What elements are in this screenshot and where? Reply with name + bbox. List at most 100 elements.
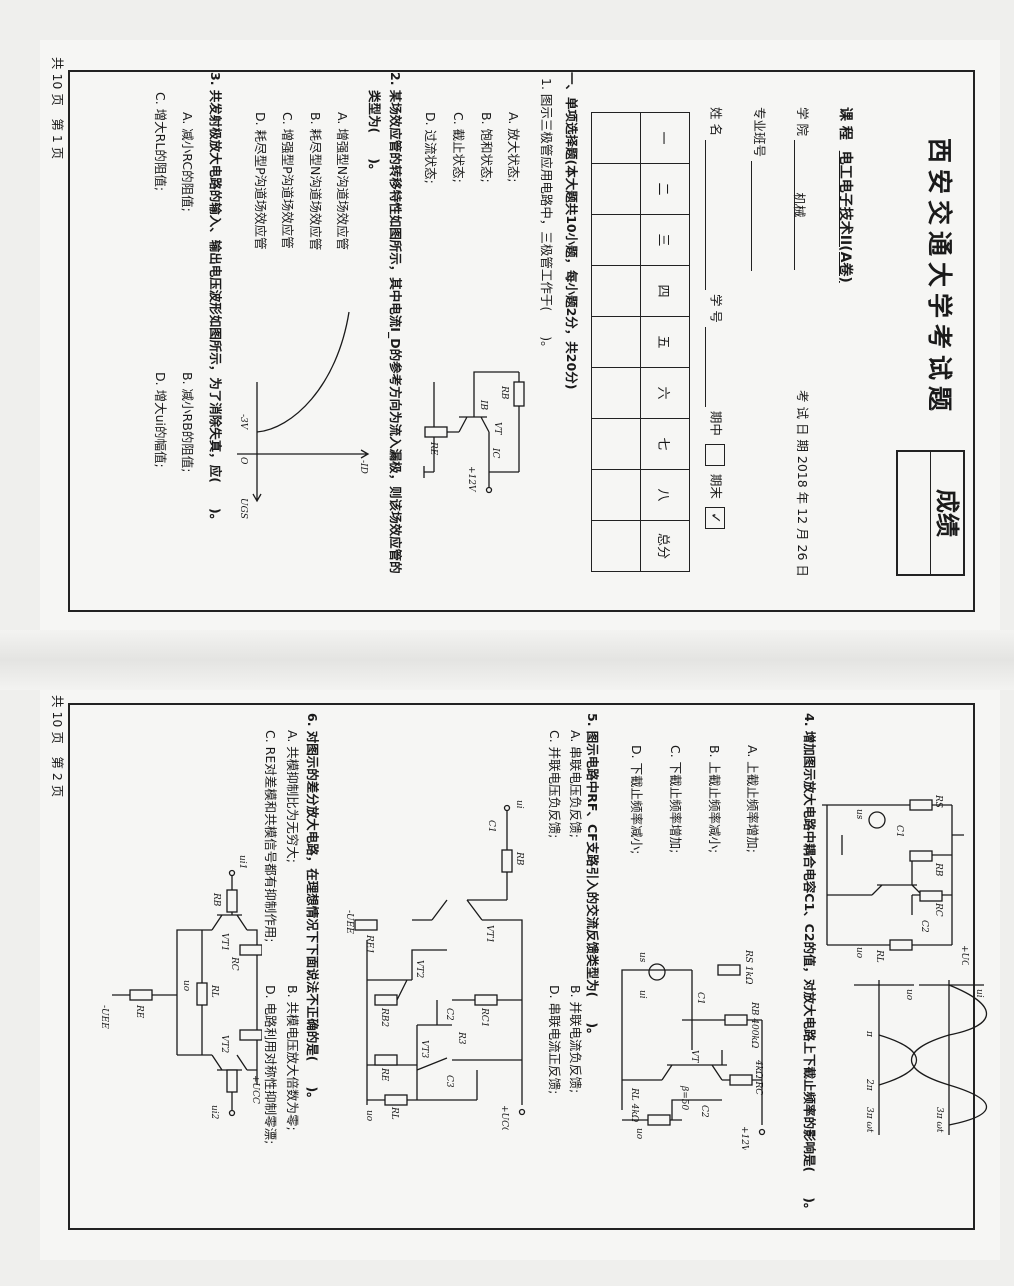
ui2-label: ui2 (209, 1105, 219, 1120)
page-gap (0, 630, 1014, 690)
midterm-checkbox[interactable] (705, 443, 725, 466)
ui-label: ui (637, 990, 647, 999)
page-footer: 共 10 页 第 2 页 (50, 695, 65, 798)
q3-option-c: C. 增大RL的阻值; (153, 92, 168, 192)
uo-label: uo (181, 980, 191, 992)
q4-stem: 4. 增加图示放大电路中耦合电容C1、C2的值，对放大电路上下截止频率的影响是(… (802, 713, 817, 1216)
ui1-label: ui1 (237, 855, 247, 869)
re-label: RE (379, 1067, 389, 1082)
vt3-label: VT3 (419, 1040, 429, 1059)
college-row: 学 院 机械 (792, 107, 810, 270)
q1-option-a: A. 放大状态; (506, 112, 521, 183)
score-header: 一 (640, 112, 690, 164)
ic-label: IC (490, 447, 500, 459)
q6-option-b: B. 共模电压放大倍数为零; (285, 985, 300, 1131)
vcc-label: +12V (466, 466, 476, 493)
score-cell[interactable] (591, 112, 641, 164)
q2-stem-cont: 类型为( )。 (367, 90, 382, 177)
q4-waveforms: ui uo 3π ωt 3π ωt π 2π (854, 980, 988, 1135)
grade-label: 成绩 (933, 489, 961, 537)
re-label: RE (428, 441, 438, 456)
q2-transfer-characteristic-graph: -3V O -ID UGS (237, 311, 370, 519)
q6-stem: 6. 对图示的差分放大电路，在理想情况下下面说法不正确的是( )。 (305, 713, 320, 1105)
score-cell[interactable] (591, 418, 641, 470)
score-header: 七 (640, 418, 690, 470)
rl-label: RL 4kΩ (629, 1087, 639, 1123)
rl-label: RL (209, 984, 219, 998)
q3-option-d: D. 增大ui的幅值; (153, 372, 168, 468)
wt-label: 3π ωt (934, 1107, 944, 1133)
ui-label: ui (974, 989, 984, 998)
score-header-row: 一 二 三 四 五 六 七 八 总分 (640, 112, 690, 572)
course-label: 课 程 (837, 107, 853, 140)
course-row: 课 程 电工电子技术II(A卷) (837, 107, 853, 283)
rl-label: RL (874, 949, 884, 963)
rc-label: 4kΩ RC (753, 1059, 763, 1095)
rs-label: RS (933, 795, 943, 808)
q4-circuit-diagram: +UCC RS RB RC C1 C2 RL us uo (822, 795, 969, 965)
q4-option-a: A. 上截止频率增加; (745, 745, 760, 853)
threshold-label: -3V (238, 414, 248, 431)
final-checkbox[interactable]: ✓ (705, 506, 725, 529)
name-field[interactable] (705, 139, 718, 290)
score-header: 总分 (640, 520, 690, 572)
rl-label: RL (389, 1106, 399, 1120)
q5-circuit-diagram: +12V RS 1kΩ RB 400kΩ 4kΩ RC C1 C2 RL 4kΩ… (621, 950, 766, 1150)
score-header: 二 (640, 163, 690, 215)
score-value-row (591, 112, 641, 572)
midterm-label: 期中 (708, 410, 724, 436)
class-row: 专业班号 (751, 107, 767, 271)
vcc-terminal (485, 486, 493, 494)
vcc-label: +UCC (499, 1105, 509, 1130)
class-field[interactable] (751, 161, 764, 271)
two-pi-label: 2π (864, 1078, 874, 1092)
q5-stem: 5. 图示电路中RF、CF支路引入的交流反馈类型为( )。 (585, 713, 600, 1041)
c1-label: C1 (486, 820, 496, 833)
q5-option-d: D. 串联电流正反馈; (547, 985, 562, 1095)
score-header: 八 (640, 469, 690, 521)
score-cell[interactable] (591, 367, 641, 419)
c2-label: C2 (919, 920, 929, 933)
y-axis-label: -ID (358, 460, 368, 474)
score-header: 三 (640, 214, 690, 266)
q2-option-d: D. 耗尽型P沟道场效应管 (253, 112, 268, 250)
q6-differential-amplifier-diagram: +UCC -UEE RC RB RL RE VT1 VT2 ui1 ui2 uo (99, 855, 262, 1120)
re-label: RE (134, 1004, 144, 1019)
q3-option-a: A. 减小RC的阻值; (180, 112, 195, 212)
q5-option-a: A. 串联电压负反馈; (568, 730, 583, 838)
rb-label: RB (499, 385, 509, 400)
score-cell[interactable] (591, 214, 641, 266)
pi-label: π (864, 1030, 874, 1038)
vt2-label: VT2 (219, 1035, 229, 1054)
q1-circuit-diagram: +12V RB IB VT IC RE (423, 371, 525, 494)
vee-label: -UEE (99, 1005, 109, 1029)
q2-stem: 2. 某场效应管的转移特性如图所示，其中电流I_D的参考方向为流入漏极，则该场效… (388, 72, 403, 574)
college-value: 机械 (792, 139, 807, 270)
q5-option-b: B. 并联电流负反馈; (568, 985, 583, 1094)
q2-option-c: C. 增强型P沟道场效应管 (280, 112, 295, 249)
q6-option-d: D. 电路利用对称性抑制零漂; (263, 985, 278, 1145)
q6-option-a: A. 共模抑制比为无穷大; (285, 730, 300, 863)
score-cell[interactable] (591, 520, 641, 572)
grade-value-field[interactable] (898, 452, 931, 574)
ugs-axis (252, 382, 262, 503)
rb-label: RB (211, 892, 221, 907)
exam-page-1: 西安交通大学考试题 成绩 课 程 电工电子技术II(A卷) 学 院 机械 考 试… (50, 57, 975, 612)
exam-title: 西安交通大学考试题 (925, 138, 954, 418)
score-cell[interactable] (591, 469, 641, 521)
vt-label: VT (689, 1050, 699, 1063)
score-cell[interactable] (591, 265, 641, 317)
q6-option-c: C. RE对差模和共模信号都有抑制作用; (263, 730, 278, 943)
score-table: 一 二 三 四 五 六 七 八 总分 (591, 112, 690, 572)
course-value: 电工电子技术II(A卷) (837, 150, 853, 283)
c1-label: C1 (695, 992, 705, 1005)
q3-option-b: B. 减小RB的阻值; (180, 372, 195, 473)
score-cell[interactable] (591, 163, 641, 215)
score-cell[interactable] (591, 316, 641, 368)
c3-label: C3 (444, 1075, 454, 1088)
rc-label: RC (933, 902, 943, 917)
name-row: 姓 名 学 号 期中 期末 ✓ (705, 107, 725, 533)
vcc-label: +UCC (959, 945, 969, 965)
rb-resistor (513, 381, 525, 407)
student-id-field[interactable] (705, 326, 718, 407)
